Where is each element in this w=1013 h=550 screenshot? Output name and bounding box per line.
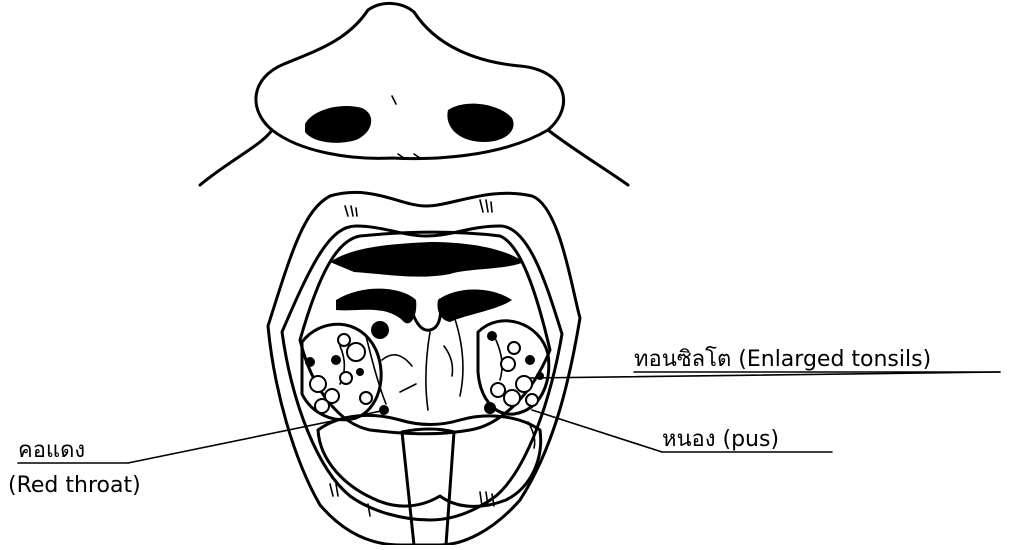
tonsils-leader-line [530,372,1000,378]
left-tonsil [302,321,389,420]
nose-drawing [200,3,628,185]
label-enlarged-tonsils: ทอนซิลโต (Enlarged tonsils) [634,346,931,372]
label-pus: หนอง (pus) [662,427,779,452]
label-red-throat-en: (Red throat) [8,473,141,498]
right-tonsil [478,321,549,414]
red-throat-leader-line [128,410,386,463]
label-red-throat-thai: คอแดง [18,438,85,463]
